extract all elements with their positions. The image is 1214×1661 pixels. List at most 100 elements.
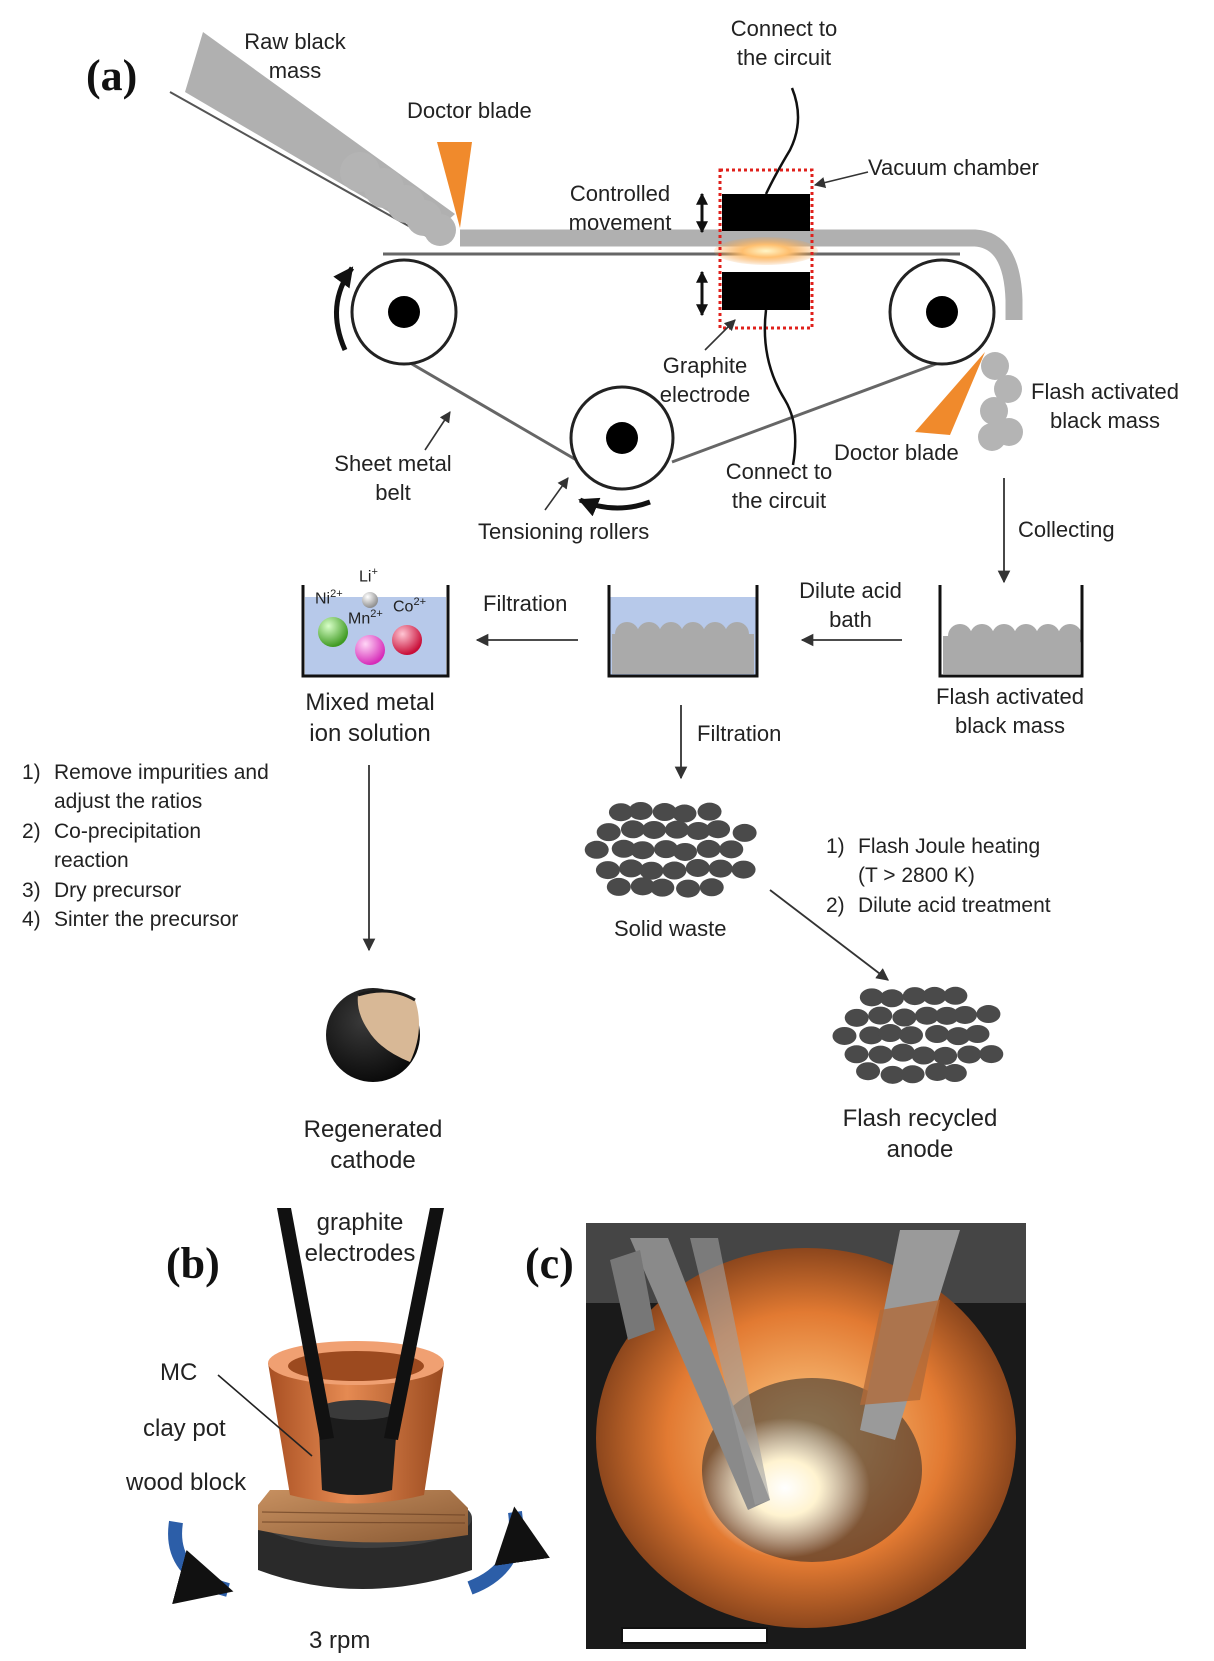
particle	[844, 1045, 869, 1064]
roller-left	[350, 258, 458, 366]
particle	[673, 842, 698, 861]
particle	[665, 820, 690, 839]
sheet-metal-belt-layer	[460, 229, 1023, 320]
controlled-movement-label: Controlled movement	[568, 181, 672, 235]
mn-ion-sphere	[355, 635, 385, 665]
solid-waste-label: Solid waste	[614, 916, 727, 941]
connect-circuit-bottom-label: Connect to the circuit	[725, 459, 833, 513]
sheet-metal-belt-label: Sheet metal belt	[334, 451, 452, 505]
particle	[696, 839, 721, 858]
panel-a-label: (a)	[86, 51, 138, 100]
li-ion-sphere	[362, 592, 378, 608]
particle	[676, 879, 701, 898]
particle	[608, 803, 633, 822]
co-ion-label: Co2+	[393, 596, 426, 616]
flash-activated-granules	[978, 352, 1023, 451]
cathode-step: 3)Dry precursor	[22, 878, 182, 902]
graphite-electrode-bottom	[722, 272, 810, 310]
particle	[628, 801, 653, 820]
graphite-electrode-top	[722, 194, 810, 231]
chute-edge	[169, 91, 431, 239]
roller-tension	[569, 385, 675, 491]
particle	[611, 839, 636, 858]
doctor-blade-bottom-label: Doctor blade	[834, 440, 959, 465]
particle	[868, 1006, 893, 1025]
ni-ion-sphere	[318, 617, 348, 647]
leader-lines	[424, 171, 869, 511]
particle	[890, 1043, 915, 1062]
particle	[942, 1064, 967, 1083]
electrode-left	[277, 1208, 334, 1440]
mn-ion-label: Mn2+	[348, 608, 383, 628]
process-flow-arrows	[362, 478, 1011, 981]
particle	[900, 1065, 925, 1084]
particle	[606, 877, 631, 896]
particle	[731, 860, 756, 879]
rpm-label: 3 rpm	[309, 1627, 371, 1654]
particle	[596, 823, 621, 842]
raw-black-mass-label: Raw black mass	[244, 29, 346, 83]
particle	[619, 859, 644, 878]
particle	[925, 1062, 950, 1081]
particle	[892, 1008, 917, 1027]
particle	[902, 987, 927, 1006]
wood-block-label: wood block	[126, 1469, 247, 1496]
solid-waste-particles	[584, 801, 757, 898]
mixed-solution-beaker	[301, 585, 450, 678]
anode-step: 2)Dilute acid treatment	[826, 893, 1051, 917]
particle	[859, 988, 884, 1007]
graphite-electrodes-label: graphite electrodes	[304, 1209, 416, 1268]
graphite-electrode-label: Graphite electrode	[659, 353, 751, 407]
roller-right	[888, 258, 996, 366]
particle	[880, 1065, 905, 1084]
regenerated-cathode-sphere	[326, 988, 420, 1082]
particle	[899, 1026, 924, 1045]
particle	[686, 821, 711, 840]
particle	[685, 858, 710, 877]
particle	[856, 1062, 881, 1081]
flash-recycled-anode-label: Flash recycled anode	[842, 1105, 998, 1164]
dilute-acid-bath-label: Dilute acid bath	[799, 578, 902, 632]
particle	[639, 861, 664, 880]
particle	[922, 986, 947, 1005]
belt-right-diag	[671, 353, 961, 464]
filtration-left-label: Filtration	[483, 591, 568, 616]
reactor-sketch	[168, 1208, 550, 1605]
rotation-arrow-left-icon	[333, 266, 355, 352]
particle	[933, 1046, 958, 1065]
particle	[641, 820, 666, 839]
particle	[650, 878, 675, 897]
mixed-metal-label: Mixed metal ion solution	[305, 689, 435, 748]
co-ion-sphere	[392, 625, 422, 655]
doctor-blade-bottom-icon	[915, 352, 985, 435]
particle	[859, 1026, 884, 1045]
belt-left-diag	[387, 348, 586, 467]
flash-activated-bottom-label: Flash activated black mass	[936, 684, 1084, 738]
particle	[654, 840, 679, 859]
particle	[652, 803, 677, 822]
particle	[672, 804, 697, 823]
mc-crucible	[318, 1410, 398, 1495]
rotation-arrow-bottom-icon	[578, 497, 651, 517]
doctor-blade-top-label: Doctor blade	[407, 98, 532, 123]
wire-top	[764, 87, 800, 195]
li-ion-label: Li+	[359, 566, 378, 586]
particle	[934, 1006, 959, 1025]
wood-block-shape	[258, 1490, 468, 1543]
conveyor-system	[169, 32, 1023, 517]
doctor-blade-top-icon	[437, 142, 472, 228]
connect-circuit-top-label: Connect to the circuit	[730, 16, 838, 70]
tensioning-rollers-label: Tensioning rollers	[478, 519, 650, 544]
panel-b-label: (b)	[166, 1239, 220, 1288]
particle	[630, 841, 655, 860]
acid-bath-beaker	[607, 585, 759, 678]
particle	[943, 986, 968, 1005]
particle	[953, 1005, 978, 1024]
flash-chamber	[696, 87, 818, 466]
anode-steps-list: 1)Flash Joule heating(T > 2800 K) 2)Dilu…	[826, 832, 1051, 920]
particle	[697, 802, 722, 821]
particle	[868, 1045, 893, 1064]
panel-c-label: (c)	[525, 1239, 574, 1288]
